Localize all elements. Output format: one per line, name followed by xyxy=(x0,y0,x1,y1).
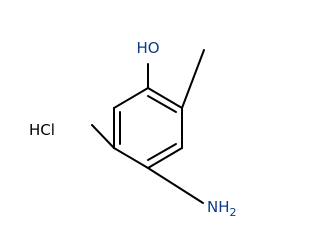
ring-bond-c1-c2 xyxy=(147,87,183,109)
ring-bond-c3-c4 xyxy=(147,147,183,169)
amino-label-main: NH xyxy=(207,198,230,216)
ring-bond-c4-c5 xyxy=(113,147,149,169)
amino-label: NH2 xyxy=(207,198,237,219)
ring-double-bond-c1-c2 xyxy=(147,95,177,113)
chemical-structure-diagram: HO NH2 HCl xyxy=(29,39,237,219)
benzene-ring xyxy=(113,87,183,169)
methyl-bond-left xyxy=(91,124,115,149)
ring-bond-c6-c1 xyxy=(113,87,149,109)
hydroxyl-label: HO xyxy=(136,39,159,57)
salt-label: HCl xyxy=(29,121,55,139)
methyl-bond-right xyxy=(181,49,205,109)
amino-bond xyxy=(147,167,204,204)
amino-label-subscript: 2 xyxy=(230,206,237,219)
ring-double-bond-c3-c4 xyxy=(147,143,177,161)
